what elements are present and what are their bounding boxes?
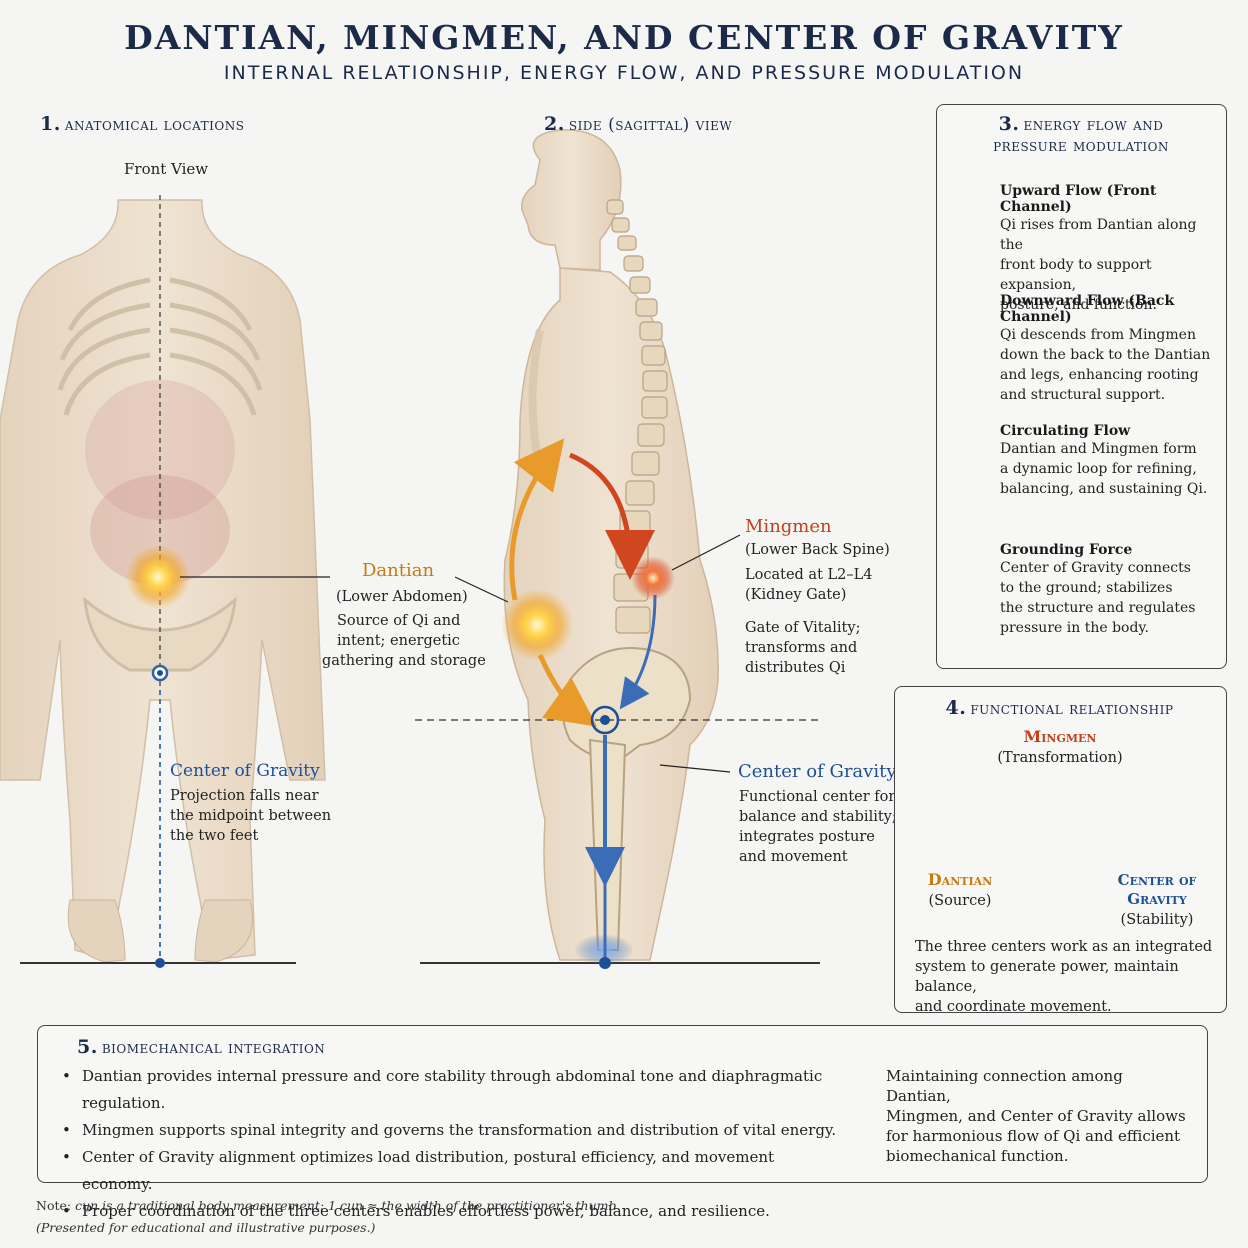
footer-note: Note: cun is a traditional body measurem…: [36, 1198, 621, 1235]
rel-mingmen-title: Mingmen: [1023, 727, 1097, 746]
rel-mingmen-sub: (Transformation): [997, 750, 1123, 766]
side-dantian-glow: [501, 589, 573, 661]
side-cog-desc: Functional center for balance and stabil…: [739, 789, 897, 865]
front-view-figure: [0, 195, 330, 968]
section5-heading: 5.biomechanical integration: [77, 1036, 326, 1058]
dantian-sub: (Lower Abdomen): [336, 589, 468, 605]
list-item: Center of Gravity alignment optimizes lo…: [62, 1144, 837, 1198]
rel-dantian-title: Dantian: [927, 870, 993, 889]
list-item: Mingmen supports spinal integrity and go…: [62, 1117, 837, 1144]
list-item: Dantian provides internal pressure and c…: [62, 1063, 837, 1117]
flow-item-grounding: Grounding Force Center of Gravity connec…: [1000, 542, 1196, 636]
mingmen-sub: (Lower Back Spine): [745, 542, 890, 558]
functional-relationship-panel: [894, 686, 1227, 1013]
mingmen-desc: Gate of Vitality; transforms and distrib…: [745, 620, 861, 676]
page-title: DANTIAN, MINGMEN, AND CENTER OF GRAVITY: [124, 18, 1124, 57]
flow-item-circulating: Circulating Flow Dantian and Mingmen for…: [1000, 423, 1208, 497]
section4-heading: 4.functional relationship: [945, 697, 1174, 719]
integration-summary: Maintaining connection among Dantian, Mi…: [886, 1067, 1186, 1165]
side-view-figure: [415, 129, 820, 969]
dantian-desc: Source of Qi and intent; energetic gathe…: [322, 613, 486, 669]
section2-heading: 2.side (sagittal) view: [544, 113, 733, 135]
flow-item-downward: Downward Flow (Back Channel) Qi descends…: [1000, 293, 1211, 403]
section3-heading: 3.energy flow and pressure modulation: [993, 113, 1169, 157]
side-cog-marker: [590, 705, 620, 735]
side-upward-flow-arrow: [509, 438, 565, 601]
rel-desc: The three centers work as an integrated …: [915, 939, 1213, 1015]
front-cog-desc: Projection falls near the midpoint betwe…: [170, 788, 332, 844]
energy-flow-panel: [936, 104, 1227, 669]
front-cog-title: Center of Gravity: [170, 761, 320, 781]
side-mingmen-to-cog-arrow: [619, 594, 657, 710]
list-item: Proper coordination of the three centers…: [62, 1198, 837, 1225]
flow-item-upward: Upward Flow (Front Channel) Qi rises fro…: [1000, 183, 1197, 313]
rel-cog-sub: (Stability): [1120, 912, 1194, 928]
integration-bullets: Dantian provides internal pressure and c…: [62, 1063, 837, 1225]
side-cog-title: Center of Gravity: [738, 761, 897, 782]
dantian-title: Dantian: [362, 560, 435, 581]
rel-cog-title: Center of Gravity: [1117, 871, 1197, 908]
side-circulating-flow-arrow: [537, 653, 598, 727]
page-subtitle: INTERNAL RELATIONSHIP, ENERGY FLOW, AND …: [223, 62, 1025, 84]
section1-heading: 1.anatomical locations: [40, 113, 245, 135]
front-dantian-glow: [126, 545, 190, 609]
rel-dantian-sub: (Source): [928, 893, 992, 909]
mingmen-title: Mingmen: [745, 516, 832, 537]
side-mingmen-glow: [631, 556, 675, 600]
front-view-label: Front View: [124, 160, 209, 178]
mingmen-location: Located at L2–L4 (Kidney Gate): [745, 567, 873, 603]
side-downward-flow-arrow: [569, 452, 655, 580]
